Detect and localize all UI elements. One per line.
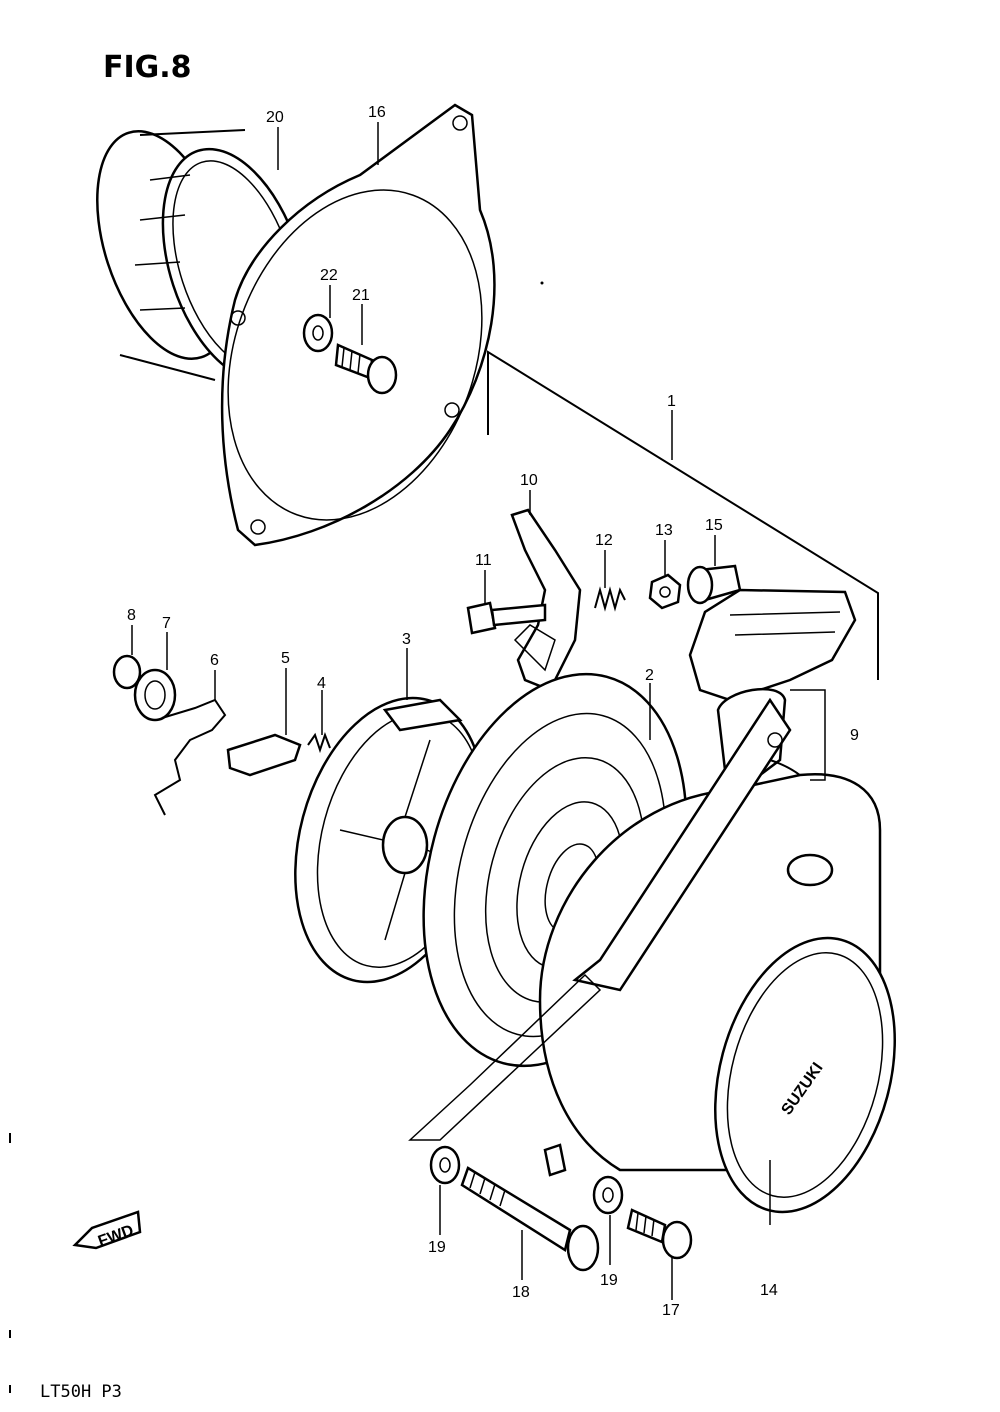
part-13-nut (648, 573, 682, 610)
part-14-starter-case: SUZUKI (538, 697, 896, 1214)
callout-3: 3 (402, 631, 411, 648)
part-21-screw (334, 343, 398, 395)
callout-14: 14 (760, 1282, 778, 1299)
callout-10: 10 (520, 472, 538, 489)
fwd-arrow-icon: FWD (72, 1210, 142, 1251)
callout-19-left: 19 (428, 1239, 446, 1256)
callout-4: 4 (317, 675, 326, 692)
part-22-washer (302, 313, 334, 353)
footer-code: LT50H P3 (40, 1382, 122, 1402)
part-16-gasket (220, 103, 496, 547)
callout-11: 11 (475, 552, 492, 569)
part-19-washer-right (592, 1175, 624, 1215)
scan-specks (9, 281, 544, 1393)
callout-9: 9 (850, 727, 859, 744)
callout-5: 5 (281, 650, 290, 667)
callout-16: 16 (368, 104, 386, 121)
part-4-spring (307, 732, 331, 754)
part-19-washer-left (429, 1145, 461, 1185)
part-10-guide (510, 508, 582, 692)
callout-7: 7 (162, 615, 171, 632)
part-12-spring (594, 586, 626, 612)
callout-8: 8 (127, 607, 136, 624)
part-18-long-bolt (460, 1166, 600, 1272)
callout-15: 15 (705, 517, 723, 534)
part-11-bolt (466, 601, 547, 635)
callout-17: 17 (662, 1302, 680, 1319)
part-8-circlip (112, 654, 142, 690)
callout-18: 18 (512, 1284, 530, 1301)
callout-19-right: 19 (600, 1272, 618, 1289)
part-6-spring-wire (153, 698, 227, 816)
part-17-screw (626, 1208, 693, 1260)
callout-22: 22 (320, 267, 338, 284)
assembly-bracket-1 (487, 350, 879, 680)
part-5-pawl (226, 733, 302, 777)
figure-title: FIG.8 (103, 50, 192, 85)
callout-21: 21 (352, 287, 370, 304)
callout-12: 12 (595, 532, 613, 549)
callout-2: 2 (645, 667, 654, 684)
assembly-guide-line (408, 973, 602, 1141)
part-7-washer (133, 668, 177, 722)
callout-labels: 20 16 22 21 1 10 11 12 13 15 8 7 6 5 4 3… (127, 104, 859, 1319)
callout-6: 6 (210, 652, 219, 669)
callout-20: 20 (266, 109, 284, 126)
leader-lines (131, 122, 826, 1300)
callout-13: 13 (655, 522, 673, 539)
callout-1: 1 (667, 393, 676, 410)
